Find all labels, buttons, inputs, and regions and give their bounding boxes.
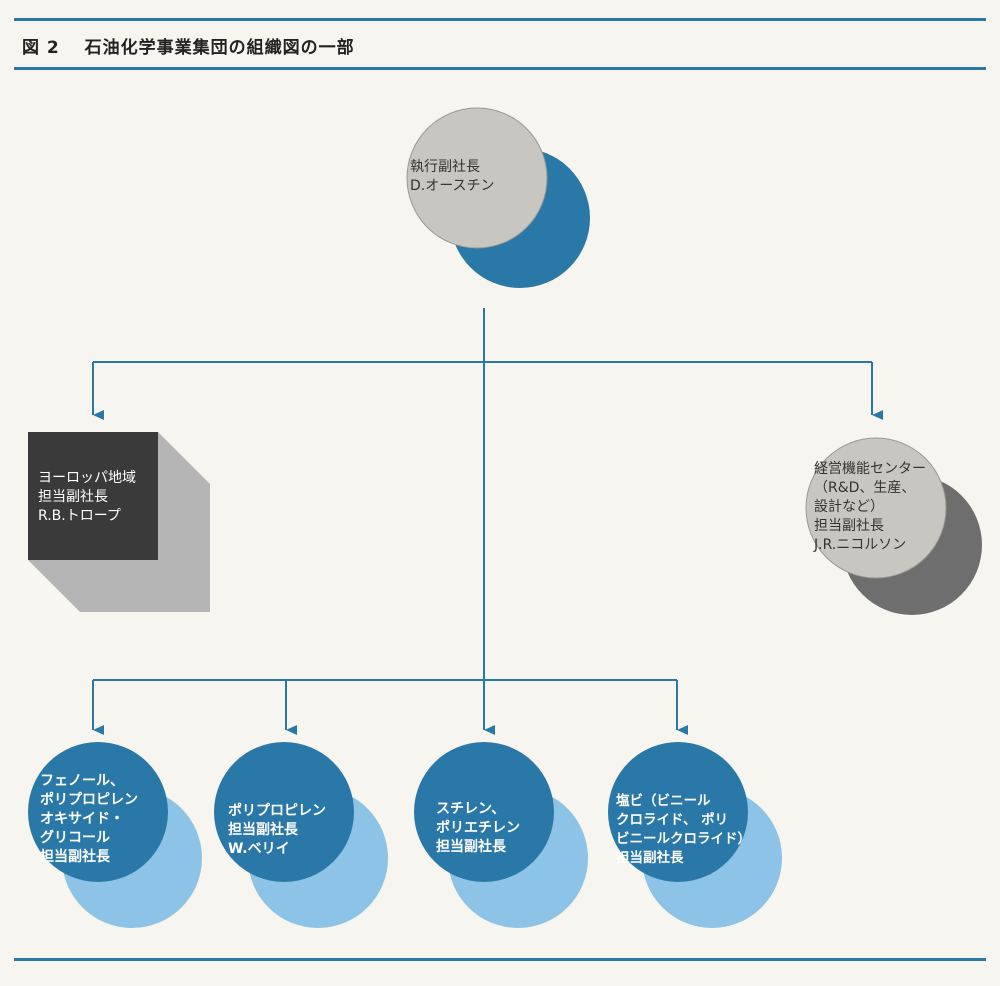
node-div-2 bbox=[214, 742, 388, 928]
node-div-2-label: ポリプロピレン 担当副社長 W.ベリイ bbox=[228, 803, 326, 857]
figure-title: 石油化学事業集団の組織図の一部 bbox=[84, 38, 355, 58]
node-div-2-circle bbox=[214, 742, 354, 882]
bottom-rule bbox=[14, 958, 986, 961]
node-div-3-circle bbox=[414, 742, 554, 882]
node-management bbox=[805, 437, 982, 615]
node-top-circle bbox=[406, 107, 548, 249]
node-top bbox=[406, 107, 590, 288]
node-management-label: 経営機能センター （R&D、生産、 設計など） 担当副社長 J.R.ニコルソン bbox=[814, 461, 926, 553]
node-top-label: 執行副社長 D.オースチン bbox=[410, 159, 495, 194]
node-div-1 bbox=[28, 742, 202, 928]
node-europe-box bbox=[28, 432, 158, 560]
node-div-3-label: スチレン、 ポリエチレン 担当副社長 bbox=[436, 801, 520, 855]
node-div-4-circle bbox=[608, 742, 748, 882]
node-europe bbox=[28, 432, 210, 612]
node-div-3 bbox=[414, 742, 588, 928]
node-div-4 bbox=[608, 742, 782, 928]
figure-caption: 図 2 石油化学事業集団の組織図の一部 bbox=[22, 33, 355, 58]
caption-rule bbox=[14, 67, 986, 70]
node-div-1-circle bbox=[28, 742, 168, 882]
node-management-circle bbox=[805, 437, 947, 579]
top-rule bbox=[14, 18, 986, 21]
node-div-1-label: フェノール、 ポリプロピレン オキサイド・ グリコール 担当副社長 bbox=[40, 773, 138, 865]
node-europe-shadow bbox=[28, 432, 210, 612]
node-div-4-label: 塩ビ（ビニール クロライド、 ポリ ビニールクロライド） 担当副社長 bbox=[616, 793, 751, 866]
connector-lines bbox=[92, 308, 883, 735]
figure-label: 図 2 bbox=[22, 38, 60, 58]
node-europe-label: ヨーロッパ地域 担当副社長 R.B.トロープ bbox=[38, 470, 136, 524]
